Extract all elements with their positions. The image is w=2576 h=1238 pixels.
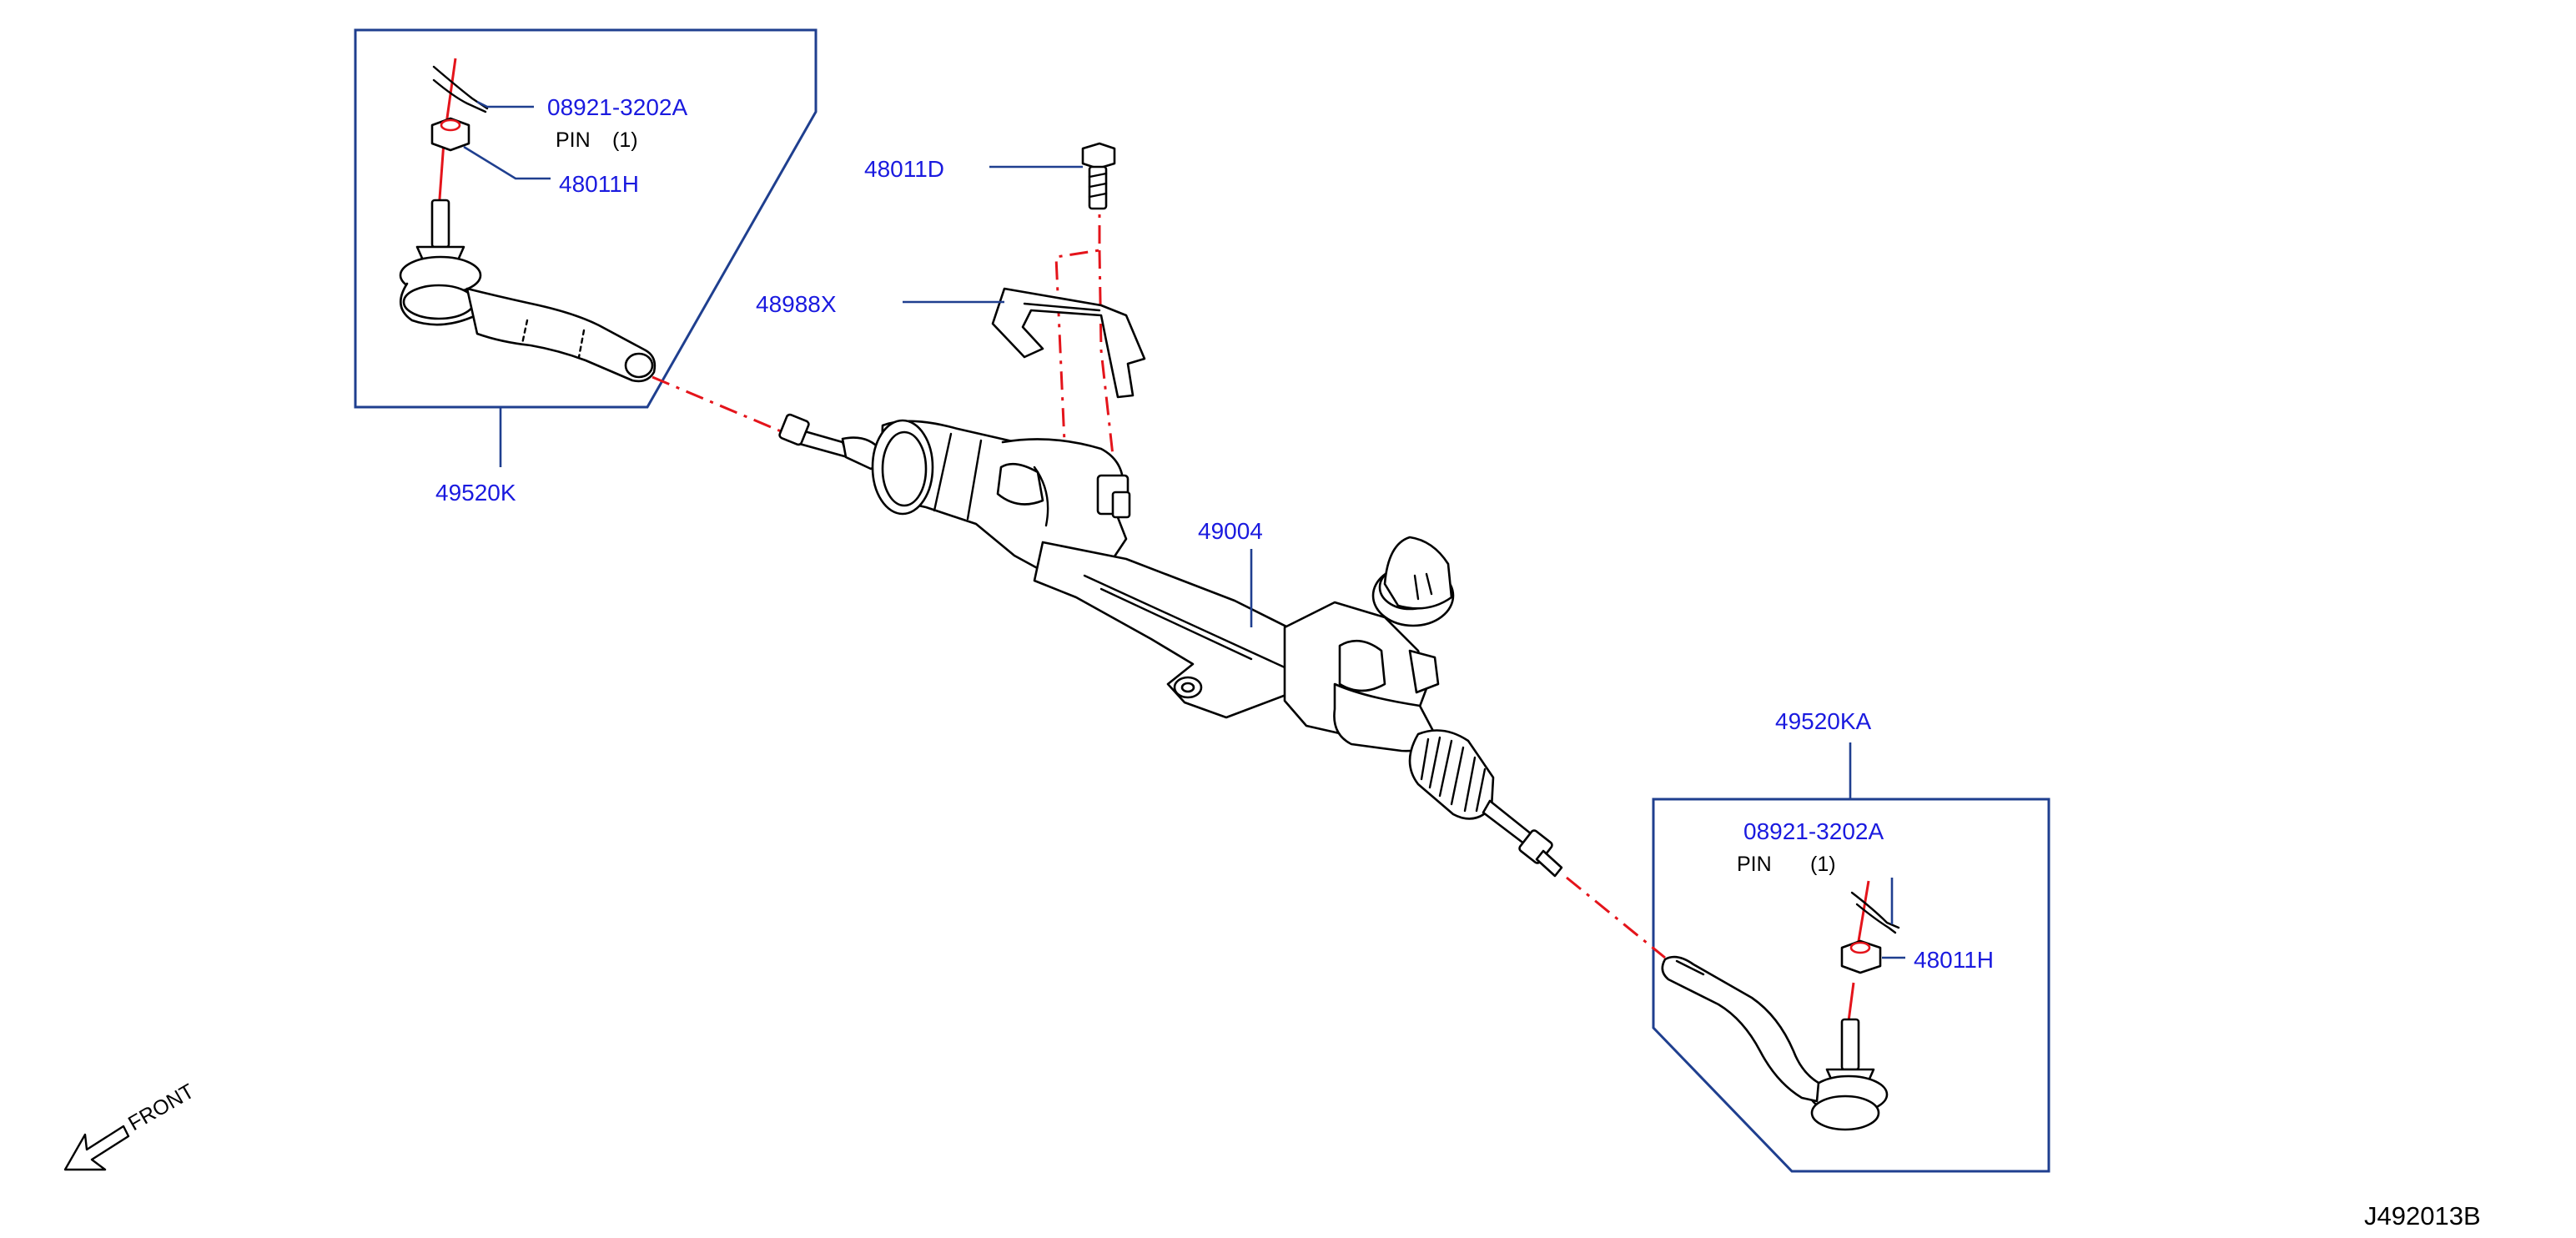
callout-cotter-pin-right[interactable]: 08921-3202A [1743, 818, 1884, 844]
tie-rod-end-left[interactable] [399, 65, 657, 383]
note-pin-right-qty: (1) [1810, 853, 1836, 876]
callout-nut-right[interactable]: 48011H [1914, 947, 1994, 973]
leader-lines [463, 100, 1905, 959]
bolt-icon[interactable] [1081, 142, 1116, 210]
nut-left-icon [430, 117, 470, 152]
note-pin-left-qty: (1) [612, 128, 638, 152]
note-pin-right: PIN [1737, 853, 1772, 876]
front-label: FRONT [124, 1079, 199, 1135]
ball-stud-right-icon [1809, 1018, 1889, 1131]
front-arrow-icon [63, 1125, 130, 1171]
tie-rod-arm-left-icon [465, 287, 657, 383]
right-detail-frame [1652, 798, 2050, 1173]
callout-gear-assembly[interactable]: 49004 [1198, 518, 1263, 544]
callout-cotter-pin-left[interactable]: 08921-3202A [547, 94, 687, 120]
callout-tie-rod-end-right[interactable]: 49520KA [1775, 708, 1872, 734]
callout-bracket[interactable]: 48988X [756, 291, 837, 317]
callout-tie-rod-end-left[interactable]: 49520K [435, 480, 516, 506]
left-detail-frame [354, 28, 818, 409]
steering-gear-assembly[interactable] [778, 413, 1563, 878]
assembly-axis-lines [437, 58, 1870, 1022]
callout-labels: 08921-3202A PIN (1) 48011H 49520K 48011D… [435, 94, 1994, 973]
cotter-pin-right-icon [1850, 891, 1900, 934]
nut-right-icon [1840, 939, 1882, 974]
tie-rod-arm-right-icon [1661, 955, 1820, 1103]
tie-rod-end-right[interactable] [1661, 891, 1900, 1131]
callout-bolt[interactable]: 48011D [864, 156, 944, 182]
bracket-icon[interactable] [991, 287, 1146, 399]
cotter-pin-left-icon [432, 65, 489, 113]
front-indicator: FRONT [63, 1079, 199, 1171]
diagram-code: J492013B [2364, 1201, 2481, 1230]
callout-nut-left[interactable]: 48011H [559, 171, 639, 197]
note-pin-left: PIN [556, 128, 591, 152]
